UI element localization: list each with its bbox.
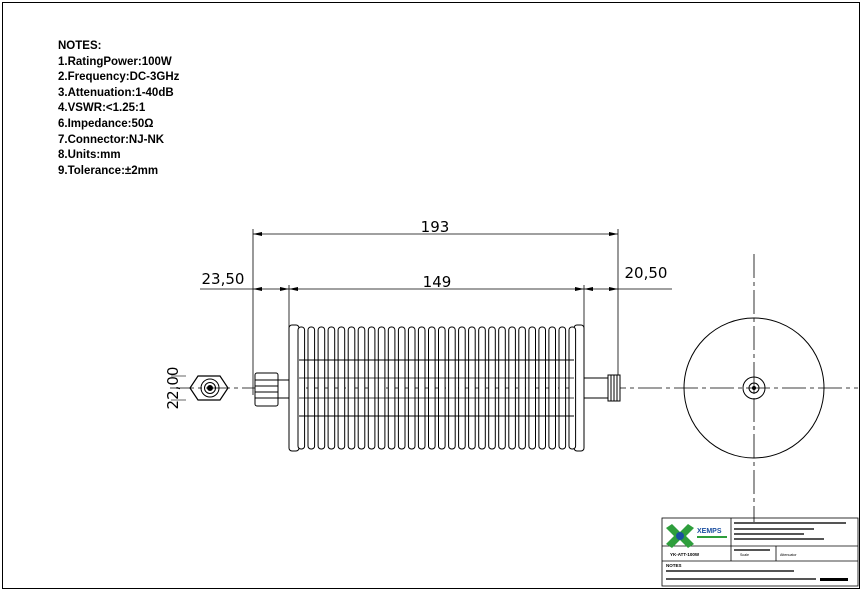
dim-left-connector: 23,50 <box>202 270 245 288</box>
heatsink-fin <box>407 326 416 450</box>
dimension-arrows <box>253 232 618 291</box>
title-block <box>661 517 859 587</box>
title-block-text-lines <box>666 522 848 581</box>
heatsink-fin <box>488 326 496 450</box>
company-logo: XEMPS <box>666 524 727 548</box>
title-block-scale: Scale <box>740 553 749 557</box>
heatsink-fin <box>568 326 577 450</box>
dim-body-length: 149 <box>423 273 452 291</box>
title-block-part-name: Attenuator <box>780 553 797 557</box>
dimension-lines <box>200 229 672 395</box>
note-tolerance: 9.Tolerance:±2mm <box>58 164 159 177</box>
heatsink-fin <box>458 326 466 450</box>
heatsink-fin <box>558 326 567 450</box>
dim-connector-diameter: 22,00 <box>164 367 182 410</box>
heatsink-fin <box>448 326 456 450</box>
note-rating-power: 1.RatingPower:100W <box>58 55 172 68</box>
heatsink-fin <box>357 326 366 450</box>
heatsink-fin <box>498 326 506 450</box>
connector-left <box>254 372 290 407</box>
heatsink-fin <box>307 326 316 450</box>
heatsink-fin <box>317 326 326 450</box>
heatsink-fin <box>377 326 386 450</box>
heatsink-fin <box>417 326 426 450</box>
notes-heading: NOTES: <box>58 40 102 52</box>
note-connector: 7.Connector:NJ-NK <box>58 133 165 146</box>
note-frequency: 2.Frequency:DC-3GHz <box>58 71 180 84</box>
heatsink-fin <box>428 326 436 450</box>
connector-right <box>583 374 621 402</box>
heatsink-fin <box>508 326 516 450</box>
heatsink-fin <box>528 326 537 450</box>
note-vswr: 4.VSWR:<1.25:1 <box>58 102 146 115</box>
heatsink-fin <box>367 326 376 450</box>
note-units: 8.Units:mm <box>58 149 121 162</box>
heatsink-fin <box>438 326 446 450</box>
heatsink-fin <box>397 326 406 450</box>
title-block-notes-label: NOTES <box>666 563 682 568</box>
heatsink-fin <box>387 326 396 450</box>
heatsink-fin <box>337 326 346 450</box>
dim-right-connector: 20,50 <box>625 264 668 282</box>
heatsink-fin <box>347 326 356 450</box>
heatsink-fin <box>297 326 306 450</box>
heatsink-fin <box>468 326 476 450</box>
end-view <box>683 317 825 459</box>
dim-overall-length: 193 <box>421 218 450 236</box>
heatsink-fin <box>518 326 526 450</box>
heatsink-fin <box>548 326 557 450</box>
note-impedance: 6.Impedance:50Ω <box>58 117 154 130</box>
heatsink-body <box>288 324 585 452</box>
notes-block: NOTES: 1.RatingPower:100W 2.Frequency:DC… <box>58 39 179 179</box>
connector-end-view <box>189 375 229 401</box>
logo-text: XEMPS <box>697 528 722 535</box>
note-attenuation: 3.Attenuation:1-40dB <box>58 86 174 99</box>
heatsink-fin <box>327 326 336 450</box>
title-block-model: YK-ATT-100W <box>670 552 700 557</box>
heatsink-fin <box>478 326 486 450</box>
heatsink-fin <box>538 326 547 450</box>
